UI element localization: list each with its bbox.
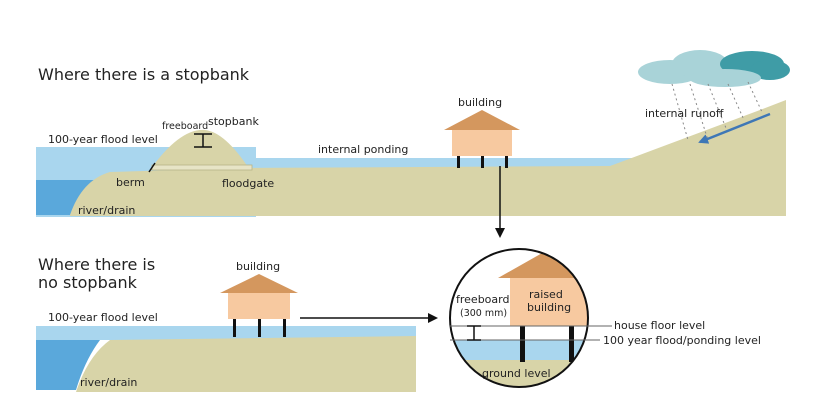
cloud-puff [689,69,761,87]
internal-ponding-water [240,158,640,168]
rain-lines [671,81,763,141]
rain-line [707,83,727,129]
flood-ponding-level-label: 100 year flood/ponding level [603,334,761,347]
top-building-label: building [458,96,502,109]
bottom-river-water [36,340,100,390]
bottom-building-stilt [283,319,286,337]
lens-freeboard-value: (300 mm) [460,308,507,319]
raised-building-label-line1: raised [529,288,563,301]
lens-flood-water [450,340,588,360]
top-river-drain-label: river/drain [78,204,135,217]
top-building-roof [444,110,520,130]
ground-level-label: ground level [482,367,551,380]
top-building-stilt [457,156,460,168]
river-deep-water [36,180,95,215]
top-flood-level-label: 100-year flood level [48,133,158,146]
rain-line [747,81,763,113]
bottom-building-roof [220,274,298,293]
top-building-stilt [505,156,508,168]
floodgate-pipe [151,164,253,171]
stopbank-label: stopbank [208,115,259,128]
top-ground [70,100,786,216]
bottom-building [220,274,298,337]
internal-ponding-label: internal ponding [318,143,408,156]
bottom-ground [76,336,416,392]
top-panel: Where there is a stopbank freeboard stop… [36,50,790,217]
cloud-puff [750,60,790,80]
bottom-heading-line1: Where there is [38,255,155,274]
raised-building-label-line2: building [527,301,571,314]
house-floor-level-label: house floor level [614,319,705,332]
bottom-building-label: building [236,260,280,273]
top-heading: Where there is a stopbank [38,65,250,84]
top-building-walls [452,128,512,156]
rain-line [727,83,745,121]
lens-outline [449,248,589,388]
bottom-building-stilt [233,319,236,337]
bottom-panel: Where there is no stopbank building 100-… [36,255,438,392]
bottom-flood-level-label: 100-year flood level [48,311,158,324]
detail-lens: freeboard (300 mm) raised building groun… [449,248,761,388]
rain-cloud-icon [638,50,790,87]
bottom-building-stilt [258,319,261,337]
lens-ground [450,360,588,387]
bottom-flood-water [36,326,416,340]
top-building [444,110,520,168]
lens-building-post [520,326,525,362]
freeboard-label: freeboard [162,121,208,132]
bottom-river-drain-label: river/drain [80,376,137,389]
lens-building-roof [498,252,588,278]
berm-label: berm [116,176,145,189]
internal-runoff-label: internal runoff [645,107,724,120]
lens-building-walls [510,274,588,326]
runoff-arrow [698,112,771,144]
top-building-stilt [481,156,484,168]
lens-freeboard-label: freeboard [456,293,509,306]
bottom-heading-line2: no stopbank [38,273,138,292]
berm-pointer [148,162,156,173]
bottom-building-walls [228,291,290,319]
floodgate-label: floodgate [222,177,274,190]
lens-building-post [569,326,574,362]
stopbank-mound [150,129,250,170]
